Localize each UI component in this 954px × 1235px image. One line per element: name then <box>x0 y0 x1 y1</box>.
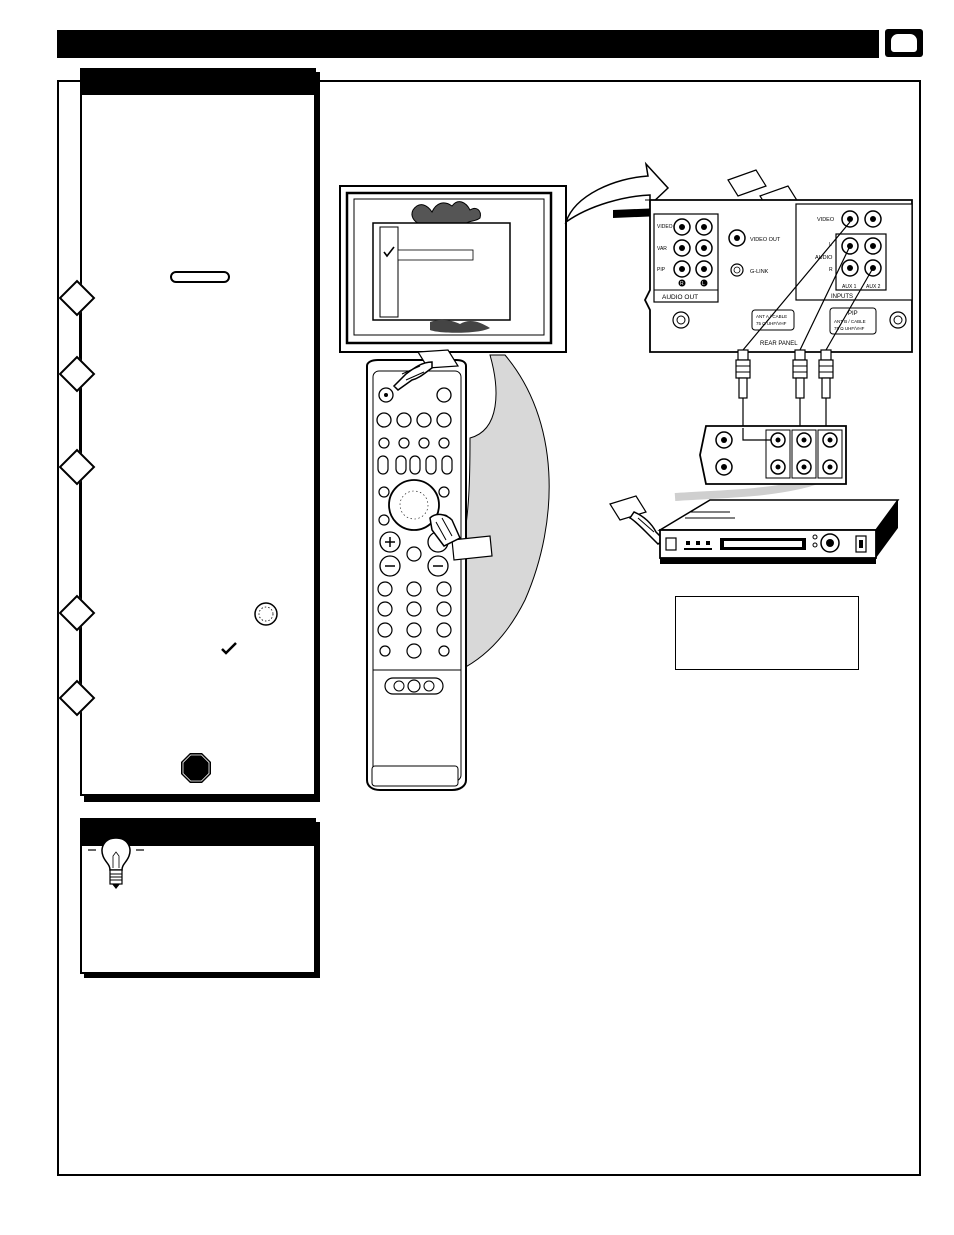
pointing-hand-icon <box>392 349 460 391</box>
vcr-caption-box <box>675 596 859 670</box>
svg-text:INPUTS: INPUTS <box>831 294 853 300</box>
svg-text:VAR: VAR <box>657 246 667 252</box>
page-frame <box>57 80 921 1176</box>
tv-screen-illustration <box>339 185 567 353</box>
remote-sweep-shape <box>459 354 550 671</box>
checkmark-icon <box>383 246 395 258</box>
svg-text:75 Ω UHF/VHF: 75 Ω UHF/VHF <box>834 326 865 331</box>
svg-text:L: L <box>702 281 705 287</box>
svg-text:VIDEO: VIDEO <box>817 217 835 223</box>
light-bulb-icon <box>88 824 144 889</box>
svg-text:VIDEO: VIDEO <box>657 224 673 230</box>
vcr-icon <box>657 499 900 564</box>
stop-sign-icon <box>181 753 211 783</box>
page-title-bar <box>57 30 879 58</box>
tv-rear-panel-diagram: VIDEO VAR PIP R L AUDIO OUT VIDEO OUT G-… <box>643 199 913 353</box>
menu-button-icon <box>170 271 230 283</box>
remote-control-icon <box>366 359 467 791</box>
svg-text:PIP: PIP <box>848 311 858 317</box>
svg-text:AUDIO OUT: AUDIO OUT <box>662 294 698 301</box>
pointing-hand-icon <box>429 513 493 561</box>
svg-text:REAR PANEL: REAR PANEL <box>760 341 798 347</box>
svg-text:R: R <box>680 281 684 287</box>
svg-text:R: R <box>829 267 833 273</box>
vcr-rear-panel-diagram <box>699 425 847 485</box>
svg-text:ANT B / CABLE: ANT B / CABLE <box>834 319 866 324</box>
svg-text:75 Ω UHF/VHF: 75 Ω UHF/VHF <box>756 321 787 326</box>
checkmark-icon <box>221 642 237 655</box>
page-number-badge <box>885 29 923 57</box>
svg-text:AUX 2: AUX 2 <box>866 284 881 290</box>
flow-arrow-icon <box>564 161 670 224</box>
connection-illustration: VIDEO VAR PIP R L AUDIO OUT VIDEO OUT G-… <box>339 161 913 791</box>
svg-text:PIP: PIP <box>657 267 666 273</box>
steps-connector-line <box>79 290 81 710</box>
steps-panel <box>80 68 316 796</box>
cursor-pad-icon <box>254 602 278 626</box>
connection-cables <box>742 221 874 428</box>
svg-text:G-LINK: G-LINK <box>750 269 769 275</box>
svg-text:AUX 1: AUX 1 <box>842 284 857 290</box>
pointing-hand-icon <box>609 495 666 545</box>
steps-panel-header <box>80 68 316 95</box>
svg-text:AUDIO: AUDIO <box>815 255 833 261</box>
rca-plugs <box>735 349 834 399</box>
svg-text:VIDEO OUT: VIDEO OUT <box>750 237 781 243</box>
